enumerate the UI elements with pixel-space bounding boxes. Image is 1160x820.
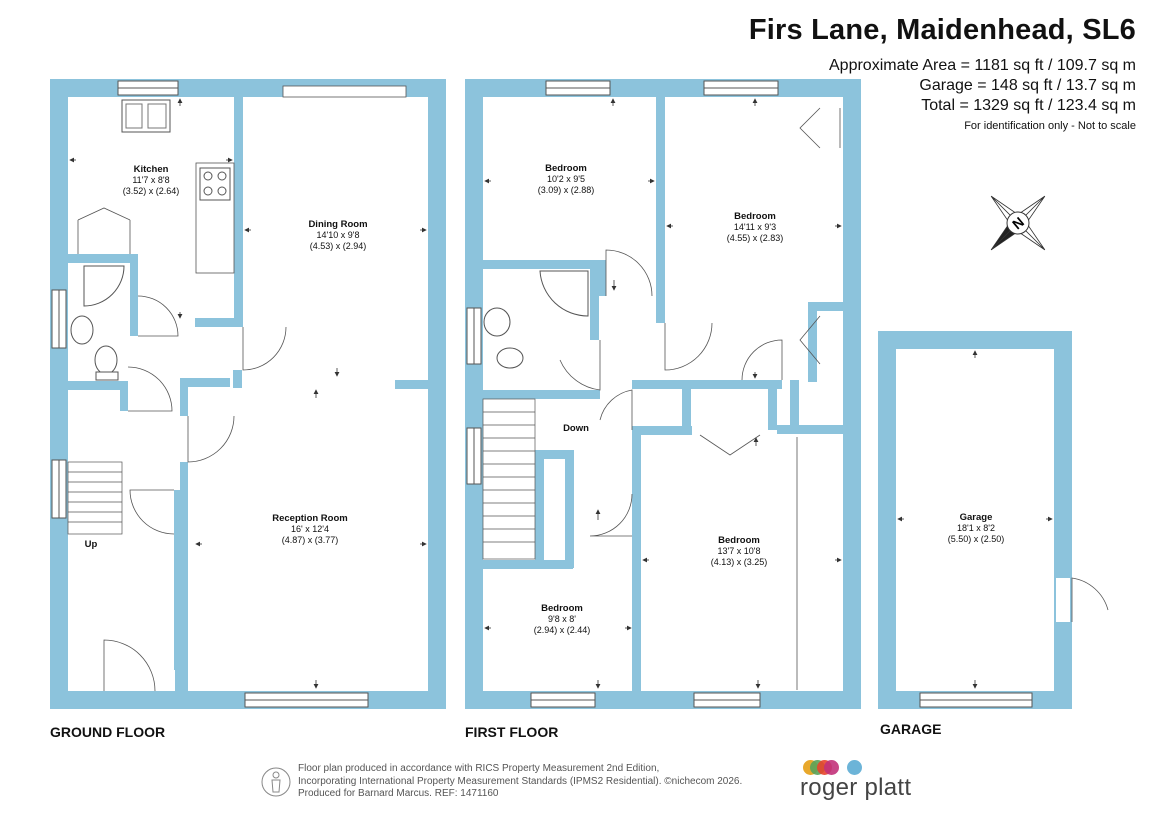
garage-area-text: Garage = 148 sq ft / 13.7 sq m xyxy=(919,77,1136,94)
footer-legal-text: Floor plan produced in accordance with R… xyxy=(298,763,742,801)
ground-floor-plan xyxy=(50,79,446,709)
room-name-dining: Dining Room xyxy=(308,219,367,230)
property-title: Firs Lane, Maidenhead, SL6 xyxy=(748,14,1136,46)
room-dim-reception: 16' x 12'4 xyxy=(291,524,329,534)
room-name-bedroom-2: Bedroom xyxy=(734,211,776,222)
room-dim-bedroom-2: 14'11 x 9'3 xyxy=(734,222,776,232)
room-dim-kitchen: 11'7 x 8'8 xyxy=(132,175,169,185)
total-area-text: Total = 1329 sq ft / 123.4 sq m xyxy=(921,97,1136,114)
person-info-icon xyxy=(261,767,291,797)
room-name-bedroom-1: Bedroom xyxy=(545,163,587,174)
gf-wall-left xyxy=(50,79,68,709)
footer-line-2: Incorporating International Property Mea… xyxy=(298,775,743,787)
ground-floor-label: GROUND FLOOR xyxy=(50,724,166,740)
room-dim-bedroom-1: 10'2 x 9'5 xyxy=(547,174,585,184)
brand-dots-logo-icon xyxy=(803,760,863,776)
stairs-down-label: Down xyxy=(563,423,589,434)
compass-rose-icon: N xyxy=(990,195,1046,251)
approx-area-text: Approximate Area = 1181 sq ft / 109.7 sq… xyxy=(829,57,1136,74)
first-floor-label: FIRST FLOOR xyxy=(465,724,559,740)
room-metric-bedroom-2: (4.55) x (2.83) xyxy=(727,233,784,243)
room-metric-kitchen: (3.52) x (2.64) xyxy=(123,186,180,196)
room-dim-bedroom-3: 13'7 x 10'8 xyxy=(718,546,761,556)
garage-plan xyxy=(878,331,1109,709)
room-dim-garage: 18'1 x 8'2 xyxy=(957,523,995,533)
room-metric-bedroom-4: (2.94) x (2.44) xyxy=(534,625,591,635)
gf-wall-right xyxy=(428,79,446,709)
room-metric-dining: (4.53) x (2.94) xyxy=(310,241,367,251)
room-name-bedroom-3: Bedroom xyxy=(718,535,760,546)
footer-line-1: Floor plan produced in accordance with R… xyxy=(298,763,660,774)
room-dim-bedroom-4: 9'8 x 8' xyxy=(548,614,576,624)
stairs-up-label: Up xyxy=(85,539,98,550)
room-metric-reception: (4.87) x (3.77) xyxy=(282,535,339,545)
room-name-bedroom-4: Bedroom xyxy=(541,603,583,614)
room-dim-dining: 14'10 x 9'8 xyxy=(317,230,360,240)
footer-line-3: Produced for Barnard Marcus. REF: 147116… xyxy=(298,788,499,799)
room-metric-bedroom-3: (4.13) x (3.25) xyxy=(711,557,768,567)
brand-name: roger platt xyxy=(800,774,912,801)
room-name-garage: Garage xyxy=(960,512,993,523)
first-floor-plan xyxy=(465,79,861,709)
disclaimer-note: For identification only - Not to scale xyxy=(964,120,1136,132)
room-name-reception: Reception Room xyxy=(272,513,347,524)
room-name-kitchen: Kitchen xyxy=(134,164,169,175)
room-metric-bedroom-1: (3.09) x (2.88) xyxy=(538,185,595,195)
garage-label: GARAGE xyxy=(880,721,942,737)
room-metric-garage: (5.50) x (2.50) xyxy=(948,534,1005,544)
